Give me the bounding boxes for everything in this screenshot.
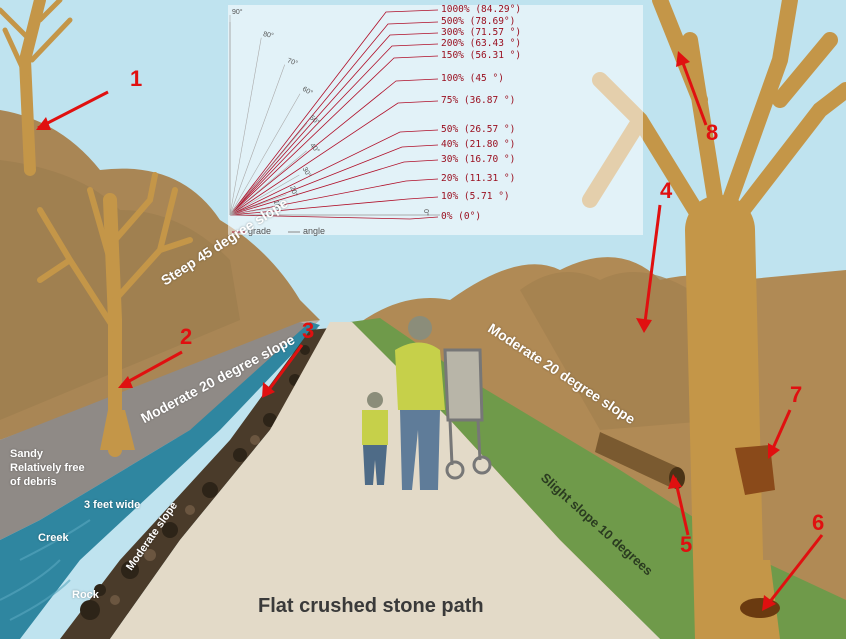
grade-line — [229, 9, 439, 216]
grade-line — [229, 21, 439, 216]
grade-label: 300% (71.57 °) — [441, 27, 522, 38]
angle-line — [229, 207, 270, 216]
grade-label: 75% (36.87 °) — [441, 95, 516, 106]
angle-line — [229, 64, 286, 216]
marker-1: 1 — [130, 66, 143, 91]
left-tree-2 — [37, 172, 193, 457]
grade-label: 500% (78.69°) — [441, 16, 516, 27]
marker-7: 7 — [790, 382, 803, 407]
grade-line — [229, 32, 439, 216]
grade-line — [229, 178, 439, 216]
label-sandy: Sandy — [10, 448, 44, 460]
marker-5: 5 — [680, 532, 693, 557]
rocky-bank — [60, 328, 330, 639]
marker-3: 3 — [302, 318, 315, 343]
angle-line — [229, 37, 262, 216]
angle-label: 90° — [232, 9, 243, 16]
walker-adult — [395, 316, 445, 490]
label-path: Flat crushed stone path — [258, 595, 484, 617]
grade-line — [229, 196, 439, 216]
creek-water — [0, 322, 320, 639]
angle-line — [229, 194, 287, 216]
grade-line — [229, 129, 439, 216]
angle-line — [229, 150, 307, 216]
grade-label: 10% (5.71 °) — [441, 191, 510, 202]
grade-label: 40% (21.80 °) — [441, 139, 516, 150]
angle-line — [229, 122, 308, 216]
grade-line — [229, 78, 439, 216]
grade-label: 50% (26.57 °) — [441, 124, 516, 135]
grade-label: 1000% (84.29°) — [441, 4, 522, 15]
label-creek: Creek — [38, 532, 69, 544]
moderate-slope-left — [0, 322, 318, 540]
grade-line — [229, 214, 439, 220]
angle-label: 80° — [262, 30, 275, 40]
angle-line — [229, 93, 301, 216]
grade-line — [229, 159, 439, 216]
arrow-heads — [36, 51, 780, 611]
marker-4: 4 — [660, 178, 673, 203]
legend-angle: angle — [303, 226, 326, 236]
grade-label: 100% (45 °) — [441, 73, 504, 84]
grade-line — [229, 100, 439, 216]
grade-label: 30% (16.70 °) — [441, 154, 516, 165]
tree-base-hole — [740, 598, 780, 618]
label-relatively-free: Relatively free — [10, 462, 85, 474]
walker-child — [362, 392, 388, 485]
grade-label: 150% (56.31 °) — [441, 50, 522, 61]
grade-line — [229, 55, 439, 216]
grade-label: 20% (11.31 °) — [441, 173, 516, 184]
label-of-debris: of debris — [10, 476, 57, 488]
angle-label: 0° — [421, 209, 429, 216]
marker-2: 2 — [180, 324, 193, 349]
crushed-stone-path — [110, 322, 660, 639]
marker-8: 8 — [706, 120, 719, 145]
tree-wound — [735, 445, 775, 495]
fallen-log — [595, 432, 680, 488]
grade-chart — [228, 5, 643, 235]
left-tree-1 — [0, 0, 73, 176]
stroller — [443, 348, 492, 480]
grade-label: 0% (0°) — [441, 211, 482, 222]
label-rock: Rock — [72, 589, 99, 601]
marker-6: 6 — [812, 510, 825, 535]
angle-line — [229, 174, 300, 216]
grade-line — [229, 144, 439, 216]
rocks — [80, 345, 310, 620]
legend-grade: grade — [248, 226, 272, 236]
grade-label: 200% (63.43 °) — [441, 38, 522, 49]
label-3-feet-wide: 3 feet wide — [84, 499, 141, 511]
grade-line — [229, 43, 439, 216]
